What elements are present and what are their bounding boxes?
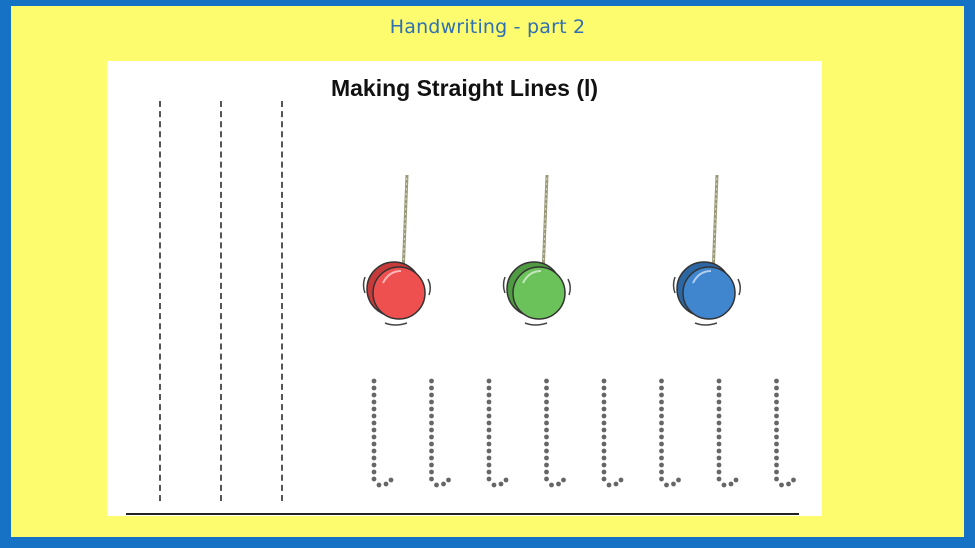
tracing-letter-l [429,378,451,488]
worksheet-title: Making Straight Lines (l) [330,75,599,101]
tracing-letter-l [601,378,624,488]
worksheet: Making Straight Lines (l) [107,61,822,516]
tracing-letters [371,378,796,488]
tracing-letter-l [544,378,566,488]
slide-title: Handwriting - part 2 [389,16,586,38]
dashed-guide-line-1 [159,101,161,501]
tracing-letter-l [486,378,509,488]
writing-baseline [126,513,799,515]
tracing-letter-l [716,378,739,488]
yoyo-red-icon [362,174,432,326]
dashed-guide-line-3 [281,101,283,501]
tracing-letter-l [774,378,796,488]
tracing-letter-l [371,378,394,488]
worksheet-illustrations [362,174,796,488]
yoyo-blue-icon [672,174,742,326]
dashed-guide-line-2 [220,101,222,501]
tracing-letter-l [659,378,681,488]
yoyo-green-icon [502,174,572,326]
yoyo-group [362,174,742,326]
